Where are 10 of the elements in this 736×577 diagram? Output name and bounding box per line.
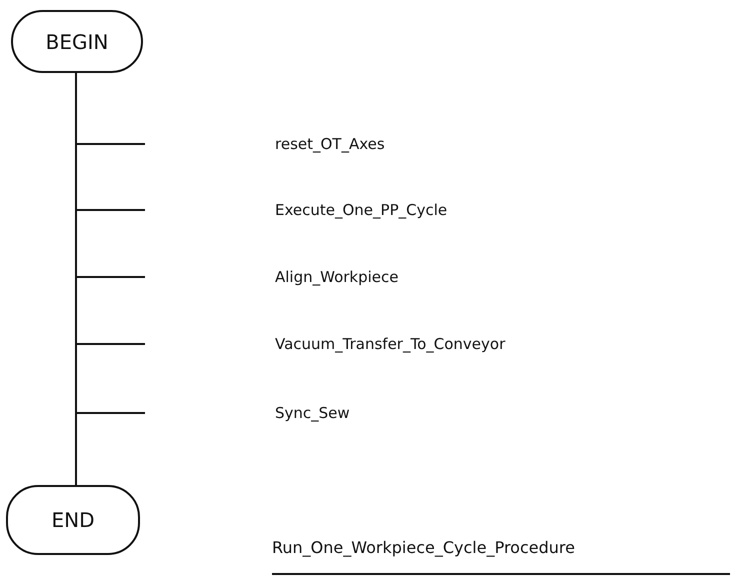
terminator-label: BEGIN xyxy=(46,30,108,54)
step-label: Sync_Sew xyxy=(275,403,350,423)
terminator-label: END xyxy=(52,508,94,532)
flow-line xyxy=(75,73,77,485)
step-label: Execute_One_PP_Cycle xyxy=(275,200,448,220)
terminator-box xyxy=(6,485,140,555)
step-label: reset_OT_Axes xyxy=(275,134,385,154)
step-label: Vacuum_Transfer_To_Conveyor xyxy=(275,334,506,354)
step-label: Align_Workpiece xyxy=(275,267,399,287)
procedure-caption: Run_One_Workpiece_Cycle_Procedure xyxy=(272,537,575,559)
